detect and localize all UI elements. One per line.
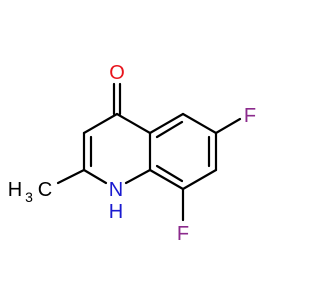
- bond-c8-c8a: [148, 168, 185, 191]
- bond-n1-c8a: [124, 168, 152, 185]
- bond-c5-c6: [181, 112, 218, 135]
- fluorine-6-label: F: [244, 105, 256, 127]
- methyl-carbon-label: C: [38, 179, 52, 201]
- atom-labels: O F F N H H 3 C: [8, 62, 256, 245]
- bond-c4a-c5: [148, 112, 185, 135]
- nitrogen-label: N: [109, 179, 123, 201]
- bond-c4a-c5-double: [155, 120, 184, 139]
- bond-c4-c4a: [115, 112, 152, 135]
- bond-c7-c8: [181, 168, 218, 191]
- bond-c4-c3: [82, 112, 119, 135]
- fluorine-8-label: F: [177, 223, 189, 245]
- nitrogen-hydrogen-label: H: [109, 201, 123, 223]
- methyl-hydrogen-label: H: [8, 179, 22, 201]
- bond-lines: [56, 82, 242, 222]
- bond-c6-f: [214, 117, 242, 135]
- bond-c2-n1: [82, 168, 108, 185]
- methyl-subscript-label: 3: [25, 189, 33, 205]
- molecule-structure-diagram: O F F N H H 3 C: [8, 62, 256, 245]
- bond-c2-methyl: [56, 168, 86, 185]
- oxygen-label: O: [109, 62, 125, 84]
- bond-c8-c8a-double: [155, 164, 184, 183]
